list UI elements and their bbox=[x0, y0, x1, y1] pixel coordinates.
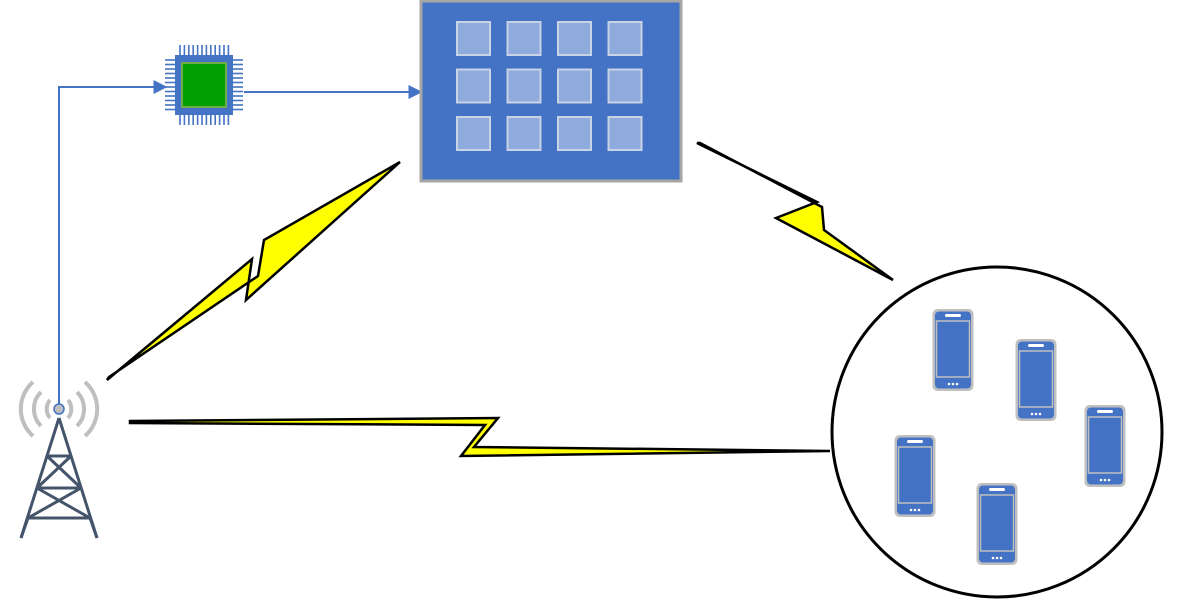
smartphone-icon bbox=[1084, 405, 1126, 487]
signal-wave-icon bbox=[18, 380, 35, 438]
panel-tile bbox=[456, 21, 491, 56]
tower-to-surface-link bbox=[105, 160, 401, 381]
smartphone-icon bbox=[932, 309, 974, 391]
panel-tile bbox=[506, 116, 542, 151]
control-arrow-icon bbox=[58, 80, 168, 405]
cell-tower-icon bbox=[18, 380, 100, 539]
panel-tile bbox=[456, 116, 491, 151]
wireless-links bbox=[105, 141, 894, 458]
panel-tile bbox=[607, 21, 643, 56]
panel-tile-grid bbox=[456, 21, 643, 151]
smartphone-icon bbox=[976, 483, 1018, 565]
panel-tile bbox=[557, 116, 592, 151]
signal-wave-icon bbox=[44, 398, 52, 420]
reflecting-surface-panel bbox=[419, 0, 683, 183]
user-cluster-circle bbox=[830, 265, 1164, 599]
panel-tile bbox=[506, 21, 542, 56]
panel-tile bbox=[607, 116, 643, 151]
control-path bbox=[58, 80, 423, 405]
signal-wave-icon bbox=[75, 390, 87, 428]
panel-tile bbox=[557, 68, 592, 104]
tower-mast bbox=[19, 417, 99, 539]
tower-to-users-link bbox=[128, 416, 831, 458]
surface-to-users-link bbox=[696, 141, 894, 282]
device-group bbox=[894, 309, 1126, 565]
chip-pins bbox=[165, 45, 243, 125]
panel-tile bbox=[557, 21, 592, 56]
signal-wave-icon bbox=[66, 398, 74, 420]
panel-tile bbox=[607, 68, 643, 104]
chip-core bbox=[181, 62, 227, 108]
processor-chip-icon bbox=[165, 45, 243, 125]
panel-tile bbox=[456, 68, 491, 104]
smartphone-icon bbox=[1015, 339, 1057, 421]
smartphone-icon bbox=[894, 435, 936, 517]
signal-wave-icon bbox=[31, 390, 43, 428]
signal-wave-icon bbox=[83, 380, 100, 438]
panel-tile bbox=[506, 68, 542, 104]
